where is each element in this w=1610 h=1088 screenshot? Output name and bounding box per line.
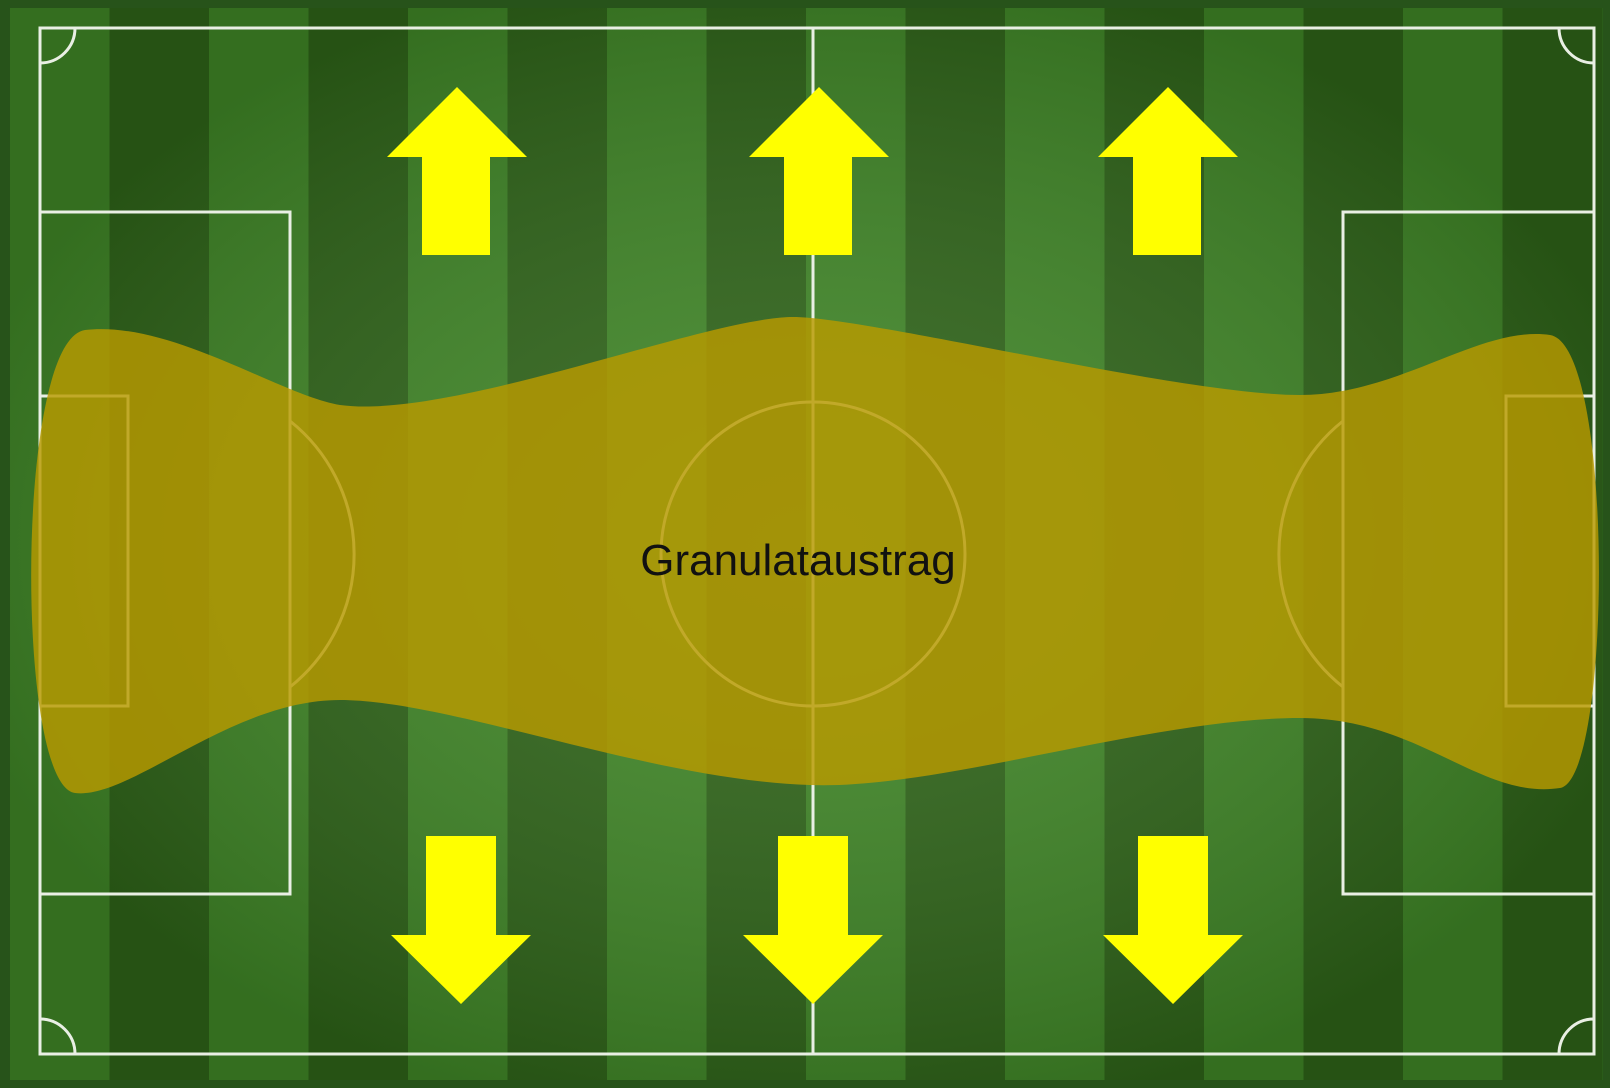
arrow-up-icon — [1098, 87, 1238, 255]
discharge-zone — [31, 316, 1599, 794]
arrow-up-icon — [749, 87, 889, 255]
arrow-down-icon — [743, 836, 883, 1004]
arrow-down-icon — [391, 836, 531, 1004]
corner-arc-top-left — [39, 27, 77, 65]
corner-arc-bottom-left — [39, 1017, 77, 1055]
arrows-bottom — [391, 836, 1243, 1004]
arrow-up-icon — [387, 87, 527, 255]
corner-arc-bottom-right — [1557, 1017, 1595, 1055]
zone-label: Granulataustrag — [640, 536, 956, 585]
arrow-down-icon — [1103, 836, 1243, 1004]
arrows-top — [387, 87, 1238, 255]
corner-arc-top-right — [1557, 27, 1595, 65]
